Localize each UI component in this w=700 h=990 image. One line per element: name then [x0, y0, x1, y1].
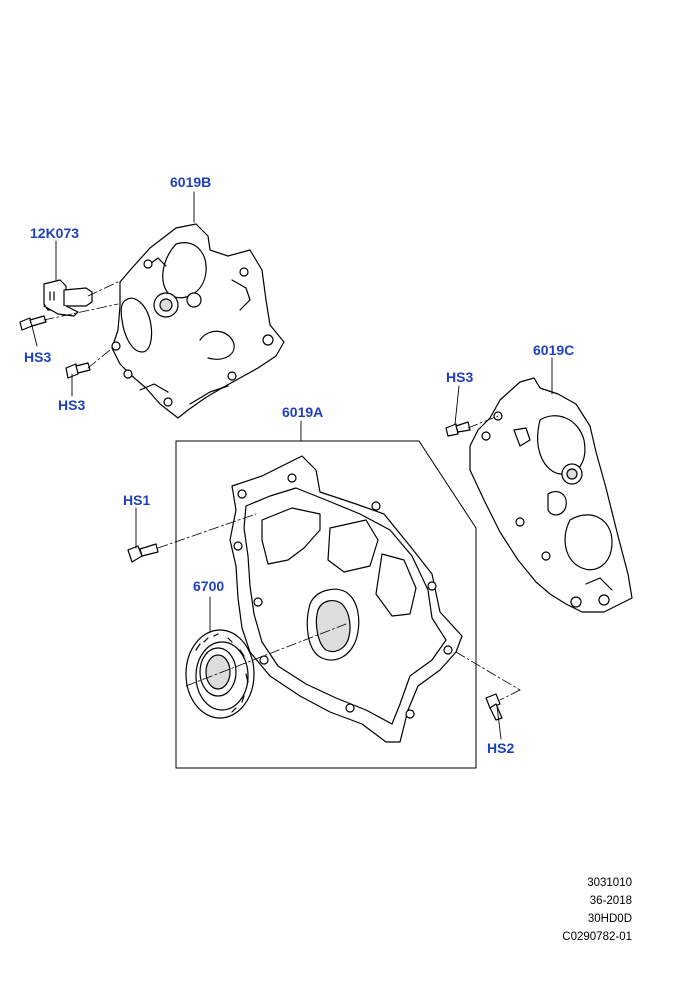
group-frame-6019a [175, 440, 477, 769]
bolt-hs3-left-upper [19, 315, 47, 331]
sensor-12k073-part [43, 279, 93, 317]
reference-code-1: 3031010 [587, 877, 632, 889]
callout-12k073[interactable]: 12K073 [30, 225, 80, 241]
bolt-hs3-right [445, 421, 471, 437]
callout-6019b[interactable]: 6019B [170, 174, 212, 190]
callout-hs3-left-lower[interactable]: HS3 [58, 397, 86, 413]
alignment-lines [43, 281, 521, 701]
leader-lines [31, 191, 553, 740]
reference-code-4: C0290782-01 [562, 931, 632, 943]
callout-6019c[interactable]: 6019C [533, 342, 575, 358]
callout-6019a[interactable]: 6019A [282, 404, 324, 420]
callout-hs3-left-upper[interactable]: HS3 [24, 349, 52, 365]
bolt-hs2 [485, 693, 503, 721]
bolt-hs1 [127, 543, 159, 563]
reference-code-3: 30HD0D [587, 913, 632, 925]
callout-hs3-right[interactable]: HS3 [446, 369, 474, 385]
timing-cover-plate-6019a-part [229, 455, 463, 743]
timing-cover-right-part [469, 377, 633, 613]
callout-6700[interactable]: 6700 [193, 578, 225, 594]
bolt-hs3-left-lower [65, 362, 91, 379]
callout-hs2[interactable]: HS2 [487, 740, 515, 756]
reference-code-2: 36-2018 [589, 895, 632, 907]
oil-seal-6700-part [185, 629, 255, 719]
callout-hs1[interactable]: HS1 [123, 492, 151, 508]
timing-cover-upper-left-part [111, 223, 285, 419]
